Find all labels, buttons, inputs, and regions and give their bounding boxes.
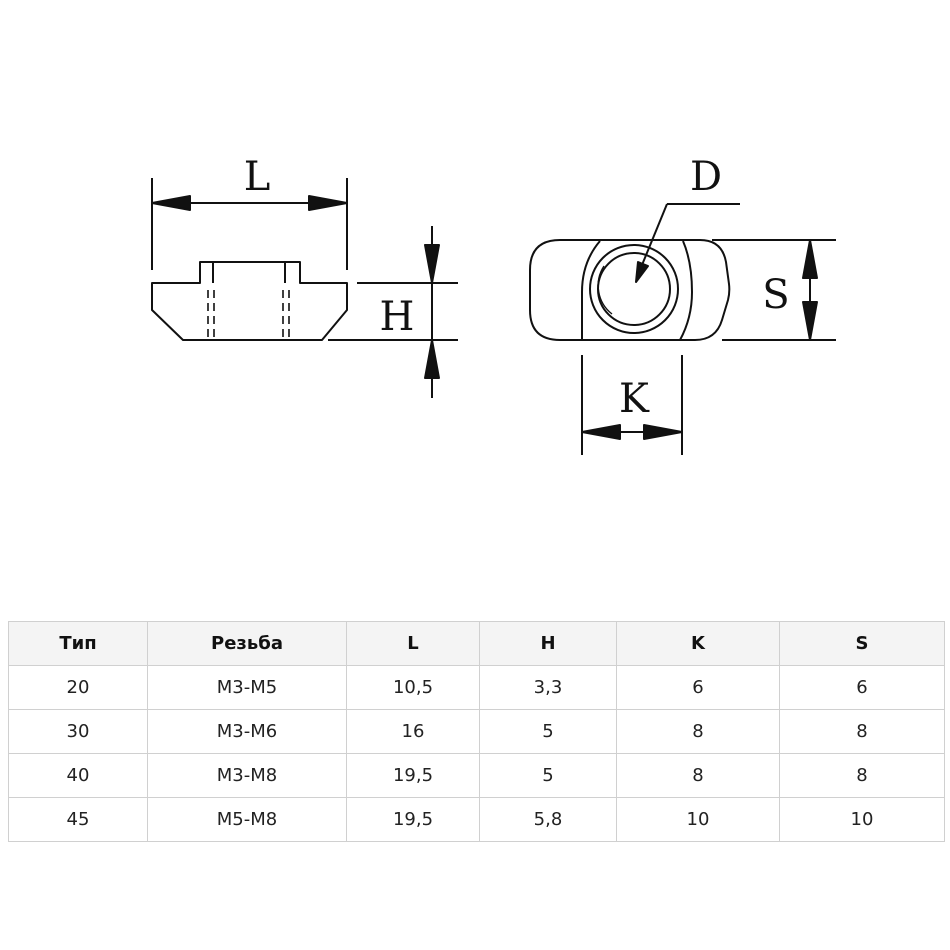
spec-table: Тип Резьба L H K S 20 M3-M5 10,5 3,3 6 6… bbox=[8, 621, 945, 842]
cell-L: 10,5 bbox=[346, 665, 480, 710]
cell-S: 6 bbox=[779, 665, 945, 710]
dimension-D bbox=[635, 203, 740, 283]
dimension-S bbox=[712, 239, 836, 341]
cell-K: 6 bbox=[616, 665, 780, 710]
nut-top-outline bbox=[529, 239, 731, 341]
label-S: S bbox=[762, 272, 789, 318]
cell-H: 5 bbox=[479, 709, 617, 754]
cell-type: 20 bbox=[8, 665, 148, 710]
header-H: H bbox=[479, 621, 617, 666]
table-row: 30 M3-M6 16 5 8 8 bbox=[8, 709, 945, 754]
cell-type: 40 bbox=[8, 753, 148, 798]
header-L: L bbox=[346, 621, 480, 666]
table-header-row: Тип Резьба L H K S bbox=[8, 621, 945, 666]
cell-type: 45 bbox=[8, 797, 148, 842]
cell-K: 10 bbox=[616, 797, 780, 842]
side-view bbox=[151, 261, 348, 341]
cell-L: 19,5 bbox=[346, 753, 480, 798]
cell-thread: M3-M5 bbox=[147, 665, 347, 710]
cell-thread: M3-M8 bbox=[147, 753, 347, 798]
thread-hole-inner bbox=[597, 252, 671, 326]
cell-S: 8 bbox=[779, 753, 945, 798]
cell-type: 30 bbox=[8, 709, 148, 754]
nut-side-outline bbox=[151, 261, 348, 341]
header-thread: Резьба bbox=[147, 621, 347, 666]
cell-L: 16 bbox=[346, 709, 480, 754]
cell-thread: M3-M6 bbox=[147, 709, 347, 754]
cell-L: 19,5 bbox=[346, 797, 480, 842]
table-row: 45 M5-M8 19,5 5,8 10 10 bbox=[8, 797, 945, 842]
dimension-K bbox=[581, 355, 683, 455]
cell-H: 5 bbox=[479, 753, 617, 798]
cell-S: 10 bbox=[779, 797, 945, 842]
label-L: L bbox=[244, 154, 271, 200]
table-row: 20 M3-M5 10,5 3,3 6 6 bbox=[8, 665, 945, 710]
t-nut-drawing: L H D S K bbox=[151, 154, 836, 455]
table-row: 40 M3-M8 19,5 5 8 8 bbox=[8, 753, 945, 798]
dimension-H bbox=[328, 226, 458, 398]
cell-S: 8 bbox=[779, 709, 945, 754]
cell-K: 8 bbox=[616, 709, 780, 754]
cell-H: 5,8 bbox=[479, 797, 617, 842]
header-type: Тип bbox=[8, 621, 148, 666]
label-K: K bbox=[619, 376, 650, 422]
cell-K: 8 bbox=[616, 753, 780, 798]
header-K: K bbox=[616, 621, 780, 666]
top-view bbox=[529, 239, 731, 341]
dimension-L bbox=[151, 178, 348, 270]
label-D: D bbox=[690, 154, 722, 200]
cell-H: 3,3 bbox=[479, 665, 617, 710]
header-S: S bbox=[779, 621, 945, 666]
thread-hole-outer bbox=[589, 244, 679, 334]
cell-thread: M5-M8 bbox=[147, 797, 347, 842]
label-H: H bbox=[380, 294, 415, 340]
